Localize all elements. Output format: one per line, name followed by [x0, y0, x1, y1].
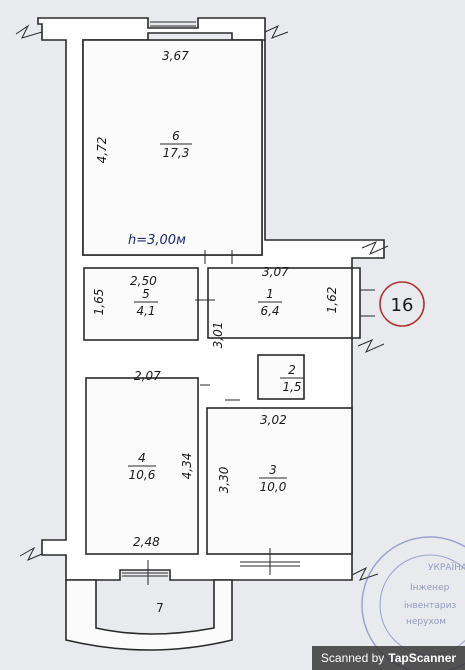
- room2-number: 2: [288, 363, 296, 377]
- flat-number-badge: 16: [379, 281, 425, 327]
- stamp-line-4: нерухом: [406, 617, 446, 627]
- ceiling-height-note: h=3,00м: [128, 233, 186, 248]
- dim-room5-length: 1,65: [92, 289, 106, 316]
- dim-room5-width: 2,50: [130, 274, 157, 288]
- scanner-watermark: Scanned by TapScanner: [312, 646, 465, 670]
- watermark-prefix: Scanned by: [320, 651, 385, 665]
- room4-number: 4: [138, 451, 146, 465]
- stamp-line-1: УКРАЇНА: [428, 562, 465, 573]
- room5-number: 5: [142, 287, 150, 301]
- dim-room4-length: 4,34: [180, 453, 194, 480]
- dim-room4-width-bottom: 2,48: [133, 535, 160, 549]
- room6-number: 6: [172, 129, 180, 143]
- flat-number: 16: [391, 295, 414, 316]
- dim-room1-width: 3,07: [262, 265, 289, 279]
- room6-area: 17,3: [163, 146, 190, 160]
- room1-number: 1: [266, 287, 274, 301]
- dim-room3-width: 3,02: [260, 413, 287, 427]
- dimension-labels: 3,67 4,72 2,50 1,65 3,07 1,62 3,01 2,07 …: [92, 49, 339, 549]
- dim-hall-length: 3,01: [211, 322, 225, 349]
- dim-room3-length: 3,30: [217, 466, 231, 493]
- room4-area: 10,6: [129, 468, 156, 482]
- dim-room6-width: 3,67: [162, 49, 189, 63]
- walls: [37, 17, 385, 651]
- room5-area: 4,1: [136, 304, 155, 318]
- room3-area: 10,0: [260, 480, 287, 494]
- room3-number: 3: [269, 463, 277, 477]
- room-labels: 6 17,3 5 4,1 1 6,4 2 1,5 4 10,6 3 10,0 7: [128, 129, 304, 615]
- dim-room1-right: 1,62: [325, 287, 339, 314]
- stamp-line-2: Інженер: [410, 583, 450, 593]
- openings: [15, 21, 389, 585]
- watermark-brand: TapScanner: [388, 651, 457, 665]
- room1-area: 6,4: [260, 304, 279, 318]
- stamp-line-3: інвентариз: [404, 601, 456, 611]
- room7-number: 7: [156, 601, 164, 615]
- room2-area: 1,5: [282, 380, 301, 394]
- dim-room4-width-top: 2,07: [134, 369, 161, 383]
- dim-room6-length: 4,72: [95, 137, 109, 164]
